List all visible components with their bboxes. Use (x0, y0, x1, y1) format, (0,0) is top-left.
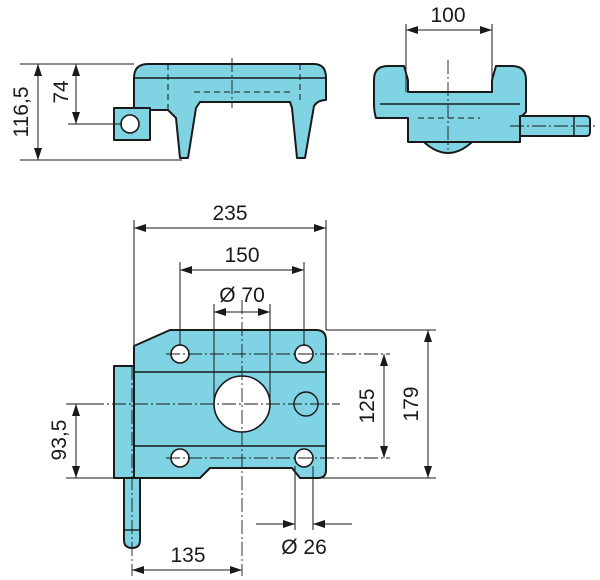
dim-end-width: 100 (430, 4, 465, 27)
dim-pin-height: 93,5 (48, 420, 71, 461)
dim-hole-diameter: Ø 26 (281, 536, 327, 559)
dim-hole-spacing-y: 125 (356, 388, 379, 423)
dim-pin-to-bore: 135 (170, 544, 205, 567)
side-view: 116,5 74 (10, 58, 327, 161)
dim-side-height: 116,5 (10, 87, 33, 138)
plan-view-side-lug (113, 365, 135, 479)
side-view-pin-hole (120, 114, 140, 134)
end-view: 100 (373, 4, 596, 154)
dim-overall-width: 235 (212, 202, 247, 225)
dim-side-pin-height: 74 (50, 80, 73, 104)
side-view-body (133, 63, 327, 159)
dim-center-bore: Ø 70 (219, 284, 265, 307)
plan-view: 235 150 Ø 70 179 125 93,5 (48, 202, 436, 576)
dim-overall-height: 179 (400, 386, 423, 421)
dim-hole-spacing-x: 150 (224, 244, 259, 267)
